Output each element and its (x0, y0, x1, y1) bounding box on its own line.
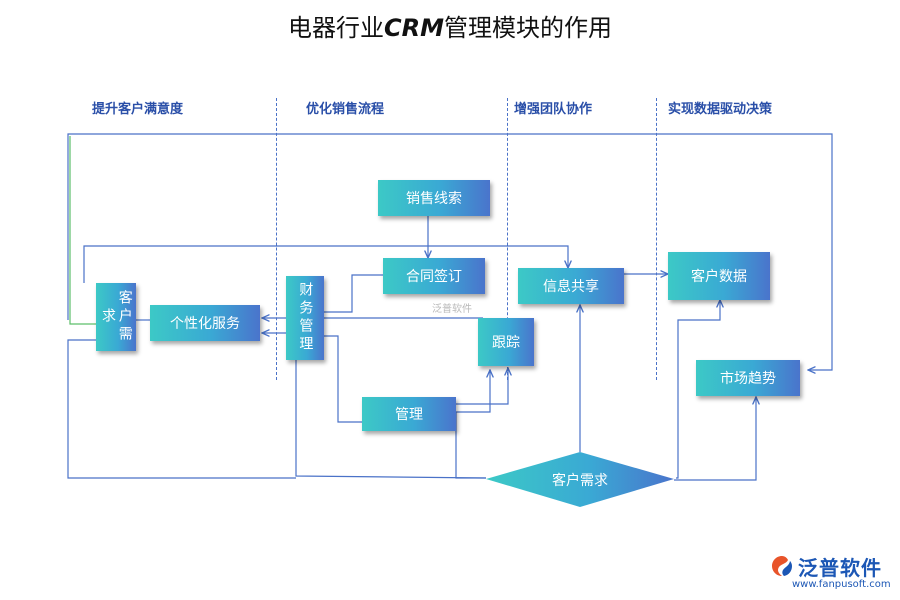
column-divider (276, 98, 277, 380)
column-label-team: 增强团队协作 (514, 102, 593, 117)
node-customer-needs-diamond[interactable]: 客户需求 (552, 473, 608, 489)
node-customer-data[interactable]: 客户数据 (668, 252, 770, 300)
node-market-trend[interactable]: 市场趋势 (696, 360, 800, 396)
node-finance-management[interactable]: 财务管理 (286, 276, 324, 360)
customer-needs-diamond-shape (486, 452, 674, 507)
column-divider (656, 98, 657, 380)
column-divider (507, 98, 508, 380)
diagram-title: 电器行业CRM管理模块的作用 (288, 14, 612, 42)
watermark: 泛普软件 (432, 304, 472, 315)
node-personalized-service[interactable]: 个性化服务 (150, 305, 260, 341)
column-label-data: 实现数据驱动决策 (668, 102, 773, 117)
node-info-share[interactable]: 信息共享 (518, 268, 624, 304)
column-label-sales: 优化销售流程 (306, 102, 385, 117)
node-management[interactable]: 管理 (362, 397, 456, 431)
node-follow-up[interactable]: 跟踪 (478, 318, 534, 366)
logo-name: 泛普软件 (798, 556, 882, 580)
logo-url: www.fanpusoft.com (792, 579, 891, 590)
node-contract[interactable]: 合同签订 (383, 258, 485, 294)
node-sales-leads[interactable]: 销售线索 (378, 180, 490, 216)
logo-icon (772, 556, 792, 576)
node-customer-needs-vertical[interactable]: 客户需求 (96, 283, 136, 351)
column-label-satisfaction: 提升客户满意度 (92, 102, 184, 117)
